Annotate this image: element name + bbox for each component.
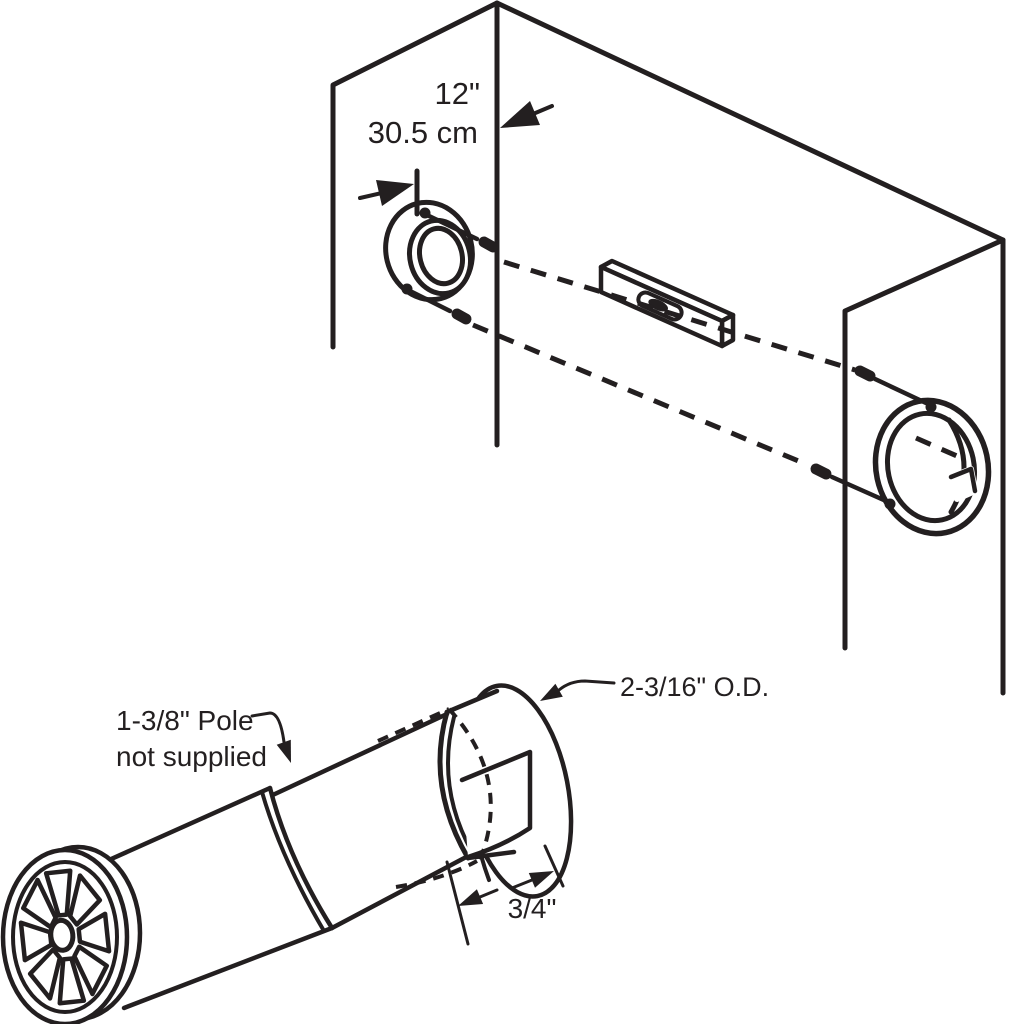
screw-head: [478, 236, 499, 253]
screw-head: [451, 308, 472, 325]
pole-not-supplied-label: not supplied: [116, 741, 267, 772]
tube-end-arc-inner: [260, 790, 326, 933]
cap-spokes: [18, 868, 112, 1006]
right-wall-edges: [842, 237, 1006, 651]
cup-bottom-edge: [465, 849, 517, 861]
left-arrowhead-icon: [500, 101, 540, 128]
screw-head: [810, 463, 832, 480]
pole-assembly: [0, 683, 574, 1024]
right-arrowhead-icon: [376, 180, 414, 206]
leader-arrowhead-icon: [540, 683, 563, 701]
wall-corner: [330, 0, 1006, 696]
pole-leader-line: [250, 711, 286, 744]
alignment-dashed-lines: [472, 259, 968, 468]
leader-lines: [250, 679, 616, 763]
screw-shaft: [409, 289, 453, 314]
leader-arrowhead-icon: [276, 739, 291, 763]
hidden-pole-end: [447, 707, 493, 861]
dimension-12in: [358, 101, 554, 217]
tube-top-edge: [97, 785, 273, 867]
pole-surface: [262, 714, 470, 928]
ring-inner-lip: [946, 417, 967, 515]
arrow-tail: [510, 878, 534, 890]
arrow-tail: [531, 104, 554, 116]
cap-hub-hole: [48, 917, 76, 953]
distance-inches-label: 12": [435, 76, 481, 111]
extension-line: [543, 844, 565, 888]
dimension-three-quarter: [445, 844, 565, 946]
cup-top-edge: [444, 688, 500, 715]
cup-slot-tab: [459, 749, 533, 860]
hidden-pole-top: [377, 707, 450, 743]
arrow-tail: [358, 191, 384, 200]
extension-line: [445, 860, 470, 946]
cup-front-lip-inner: [446, 715, 474, 854]
pole-top-edge: [259, 711, 450, 803]
od-leader-line: [557, 679, 616, 692]
tube-surface: [100, 788, 332, 1008]
right-pole-socket-ring: [810, 365, 992, 537]
screw-hole-top: [925, 401, 937, 413]
spoked-end-cap: [0, 844, 143, 1024]
tube-end-arc: [267, 785, 335, 931]
dim-arrowhead-icon: [528, 871, 554, 888]
hidden-edges: [377, 707, 493, 889]
socket-cup: [437, 688, 533, 861]
screw-shaft: [829, 474, 889, 504]
upper-alignment-line: [503, 259, 856, 373]
pole-size-label: 1-3/8" Pole: [116, 705, 254, 736]
screw-head: [854, 365, 876, 382]
cup-depth-label: 3/4": [508, 893, 557, 924]
screw-hole-bottom: [401, 283, 413, 295]
ring-notch: [948, 466, 978, 494]
cap-inner-rim: [11, 860, 119, 1014]
arrow-tail: [478, 888, 499, 899]
screw-shaft: [872, 376, 929, 406]
lower-alignment-line: [472, 322, 809, 468]
left-pole-socket-flange: [383, 199, 499, 325]
cup-front-lip: [437, 709, 471, 861]
flange-bore: [417, 225, 465, 287]
axis-line-in-ring: [914, 435, 968, 463]
distance-cm-label: 30.5 cm: [368, 115, 478, 150]
level-bubble: [648, 298, 668, 312]
outer-diameter-label: 2-3/16" O.D.: [620, 672, 769, 702]
spirit-level: [598, 258, 736, 349]
hidden-cup-rim: [395, 859, 478, 889]
dim-arrowhead-icon: [458, 889, 484, 906]
tube-bottom-edge: [121, 925, 335, 1011]
left-wall-edges: [330, 0, 500, 448]
back-wall-edges: [494, 0, 1006, 696]
labels: 12" 30.5 cm 2-3/16" O.D. 1-3/8" Pole not…: [116, 76, 769, 924]
screw-shaft: [426, 213, 480, 242]
